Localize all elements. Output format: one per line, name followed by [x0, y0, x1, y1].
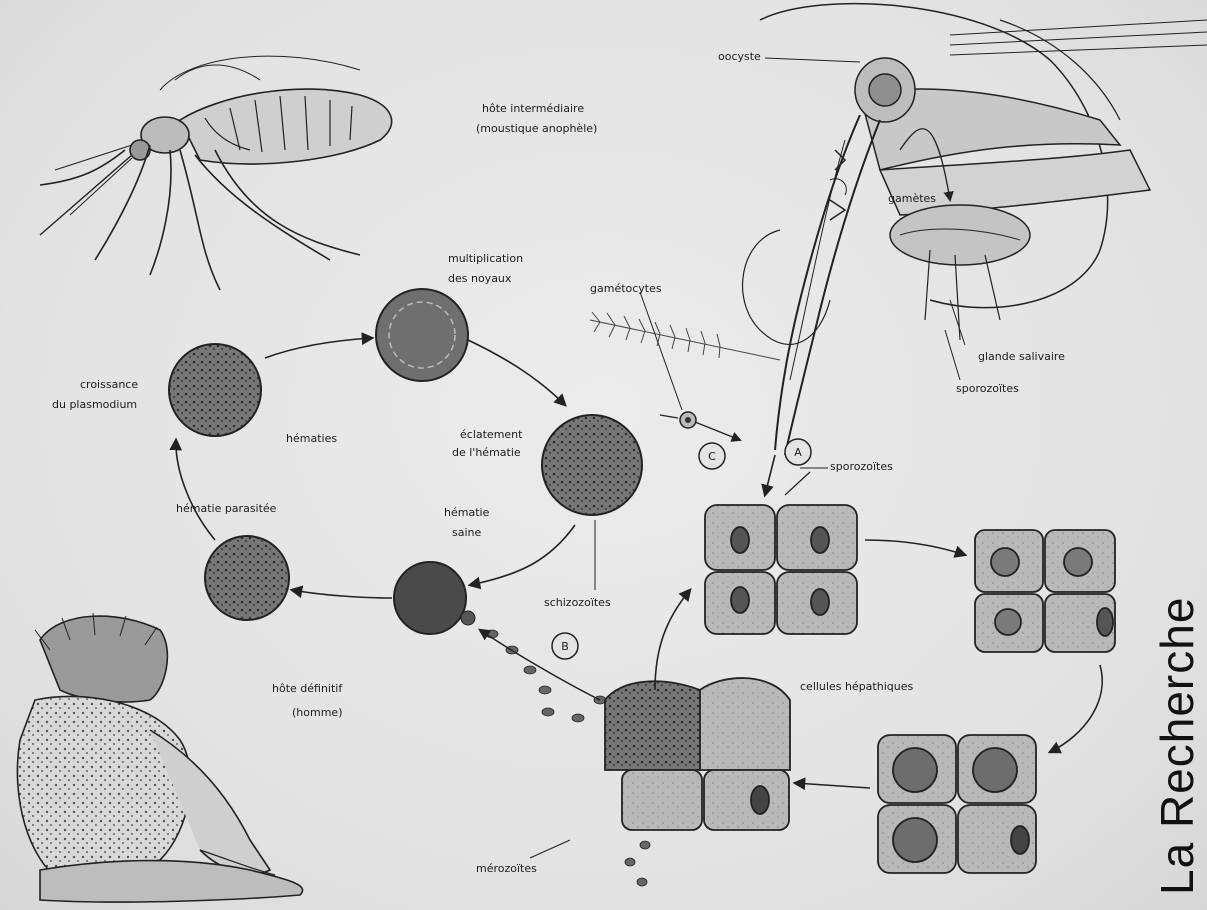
label-schizozoites: schizozoïtes: [544, 596, 611, 609]
mosquito-illustration: [40, 56, 392, 290]
label-sporozoites-mid: sporozoïtes: [830, 460, 893, 473]
liver-cells-right-bottom: [878, 735, 1036, 873]
cell-croissance: [169, 344, 261, 436]
label-multiplication-line1: multiplication: [448, 252, 523, 265]
blood-cycle: [169, 289, 740, 634]
marker-c: C: [699, 443, 725, 469]
label-hematie-parasitee: hématie parasitée: [176, 502, 277, 515]
liver-cells-central: [705, 505, 857, 634]
cell-hematie-saine: [394, 562, 466, 634]
cell-eclatement: [542, 415, 642, 515]
human-host-illustration: [17, 613, 302, 902]
label-hematie-saine-line1: hématie: [444, 506, 490, 519]
label-oocyste: oocyste: [718, 50, 761, 63]
label-eclatement-line2: de l'hématie: [452, 446, 521, 459]
marker-b: B: [552, 633, 578, 659]
label-hote-intermediaire: hôte intermédiaire: [482, 102, 584, 115]
label-multiplication-line2: des noyaux: [448, 272, 512, 285]
label-homme: (homme): [292, 706, 342, 719]
marker-a: A: [785, 439, 811, 465]
svg-text:B: B: [561, 640, 569, 653]
label-croissance-line2: du plasmodium: [52, 398, 137, 411]
label-gametes: gamètes: [888, 192, 936, 205]
label-eclatement-line1: éclatement: [460, 428, 523, 441]
label-cellules-hepathiques: cellules hépathiques: [800, 680, 913, 693]
brand-watermark: La Recherche: [1151, 597, 1203, 895]
cell-hematie-parasitee: [205, 536, 289, 620]
label-moustique-anophele: (moustique anophèle): [476, 122, 597, 135]
label-sporozoites-top: sporozoïtes: [956, 382, 1019, 395]
label-croissance-line1: croissance: [80, 378, 138, 391]
label-hote-definitif: hôte définitif: [272, 682, 343, 695]
liver-cells-bursting: [605, 678, 790, 830]
label-hematie-saine-line2: saine: [452, 526, 481, 539]
liver-cells-right-top: [975, 530, 1115, 652]
svg-text:A: A: [794, 446, 802, 459]
label-glande-salivaire: glande salivaire: [978, 350, 1065, 363]
svg-text:C: C: [708, 450, 716, 463]
label-merozoites: mérozoïtes: [476, 862, 537, 875]
label-hematies: hématies: [286, 432, 337, 445]
cell-multiplication: [376, 289, 468, 381]
label-gametocytes: gamétocytes: [590, 282, 662, 295]
